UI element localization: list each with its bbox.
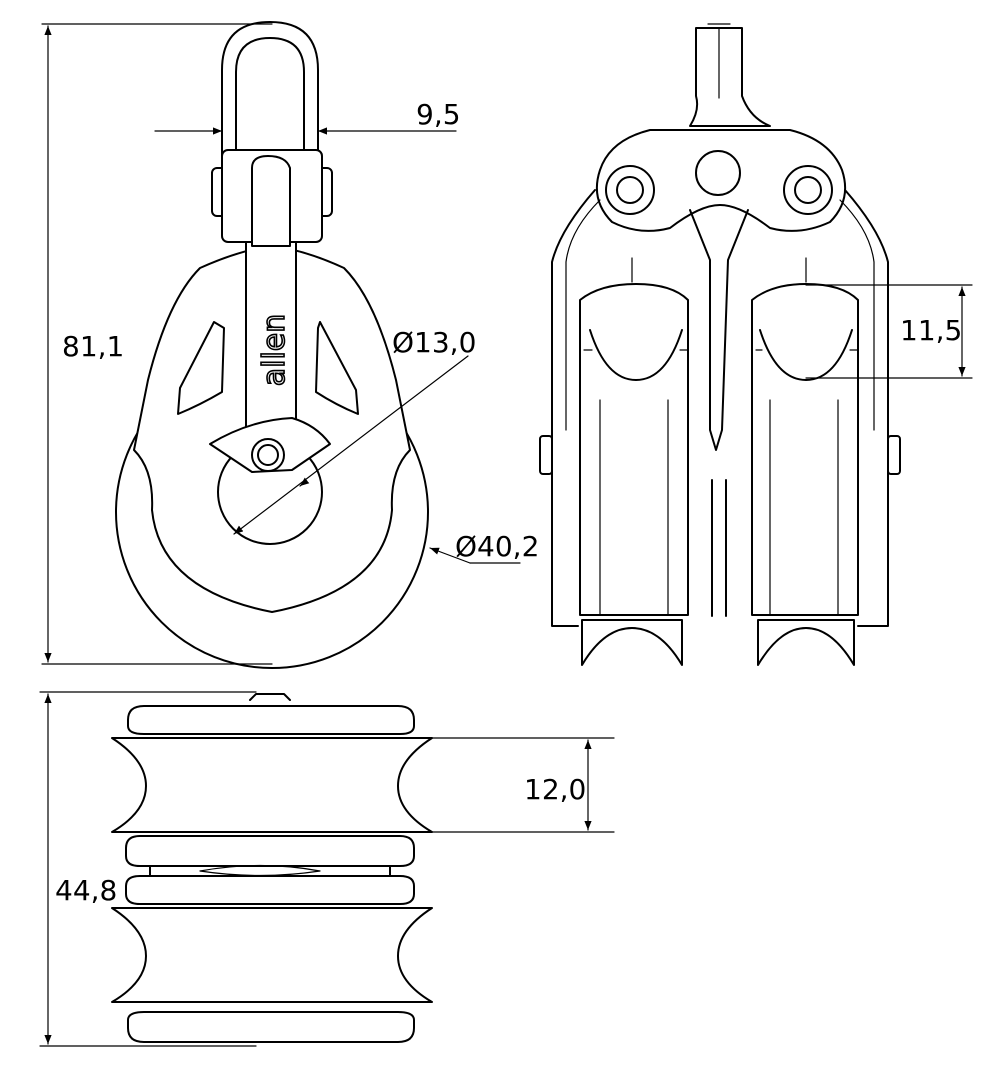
dim-bore-diameter: Ø13,0 — [392, 326, 476, 359]
side-head-plate — [596, 129, 846, 232]
dim-rope-groove-side: 11,5 — [900, 314, 962, 347]
dim-width-overall: 44,8 — [55, 874, 117, 907]
shackle-outer — [221, 21, 319, 161]
bottom-sheave-lower — [111, 907, 433, 1003]
front-view: allen — [115, 21, 429, 669]
side-center-spine — [689, 209, 749, 451]
lever-pin-inner — [257, 444, 279, 466]
side-sheave-left — [579, 283, 689, 616]
dim-rope-groove-bottom: 12,0 — [524, 773, 586, 806]
bottom-cap-top — [127, 705, 415, 735]
side-arm-left — [551, 189, 596, 627]
dim-height-overall: 81,1 — [62, 330, 124, 363]
dim-shackle-width: 9,5 — [416, 98, 461, 131]
bottom-middle-plate-1 — [125, 835, 415, 867]
dim-sheave-diameter: Ø40,2 — [455, 530, 539, 563]
bottom-view-dimensions: 12,0 44,8 — [39, 691, 615, 1047]
bottom-view — [111, 693, 433, 1043]
side-view-dimensions: 11,5 — [805, 284, 973, 379]
side-arm-right — [844, 189, 889, 627]
shackle-inner — [235, 37, 305, 161]
cheek-window-left — [177, 321, 225, 415]
side-stem — [689, 27, 771, 127]
bottom-cap-bottom — [127, 1011, 415, 1043]
side-view — [539, 23, 901, 666]
brand-logo: allen — [257, 314, 292, 387]
bottom-sheave-upper — [111, 737, 433, 833]
cheek-window-right — [315, 321, 359, 415]
lever-pin-outer — [251, 438, 285, 472]
side-sheave-right — [751, 283, 859, 616]
bottom-middle-plate-2 — [125, 875, 415, 905]
swivel-head — [251, 155, 291, 247]
front-view-dimensions: 81,1 9,5 Ø13,0 Ø40,2 — [41, 23, 539, 665]
bottom-center-spacer — [149, 865, 391, 877]
